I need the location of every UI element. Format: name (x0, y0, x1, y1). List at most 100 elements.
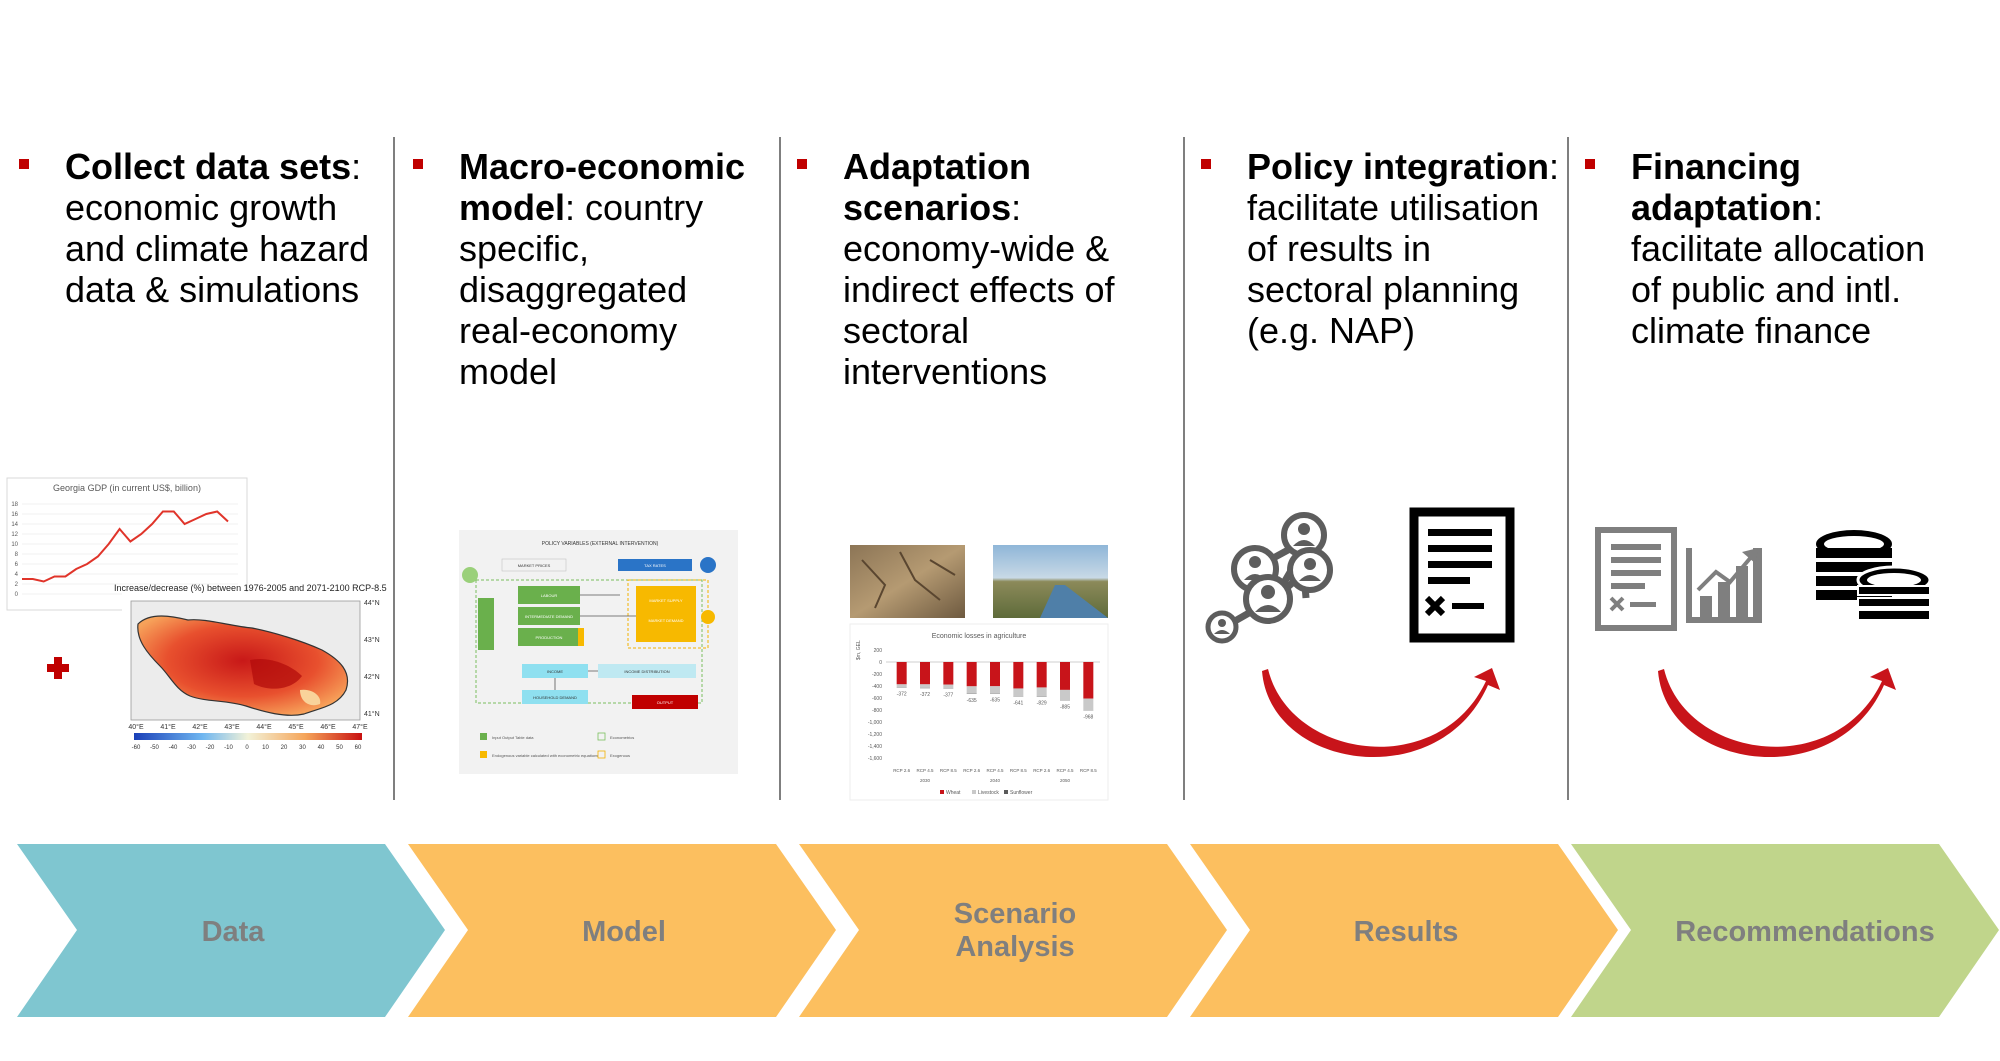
legend-label: Input Output Table data (492, 735, 534, 740)
model-box-label: HOUSEHOLD DEMAND (533, 695, 577, 700)
column-divider (393, 137, 395, 800)
loss-year: 2050 (1060, 778, 1071, 783)
gdp-ytick: 6 (15, 562, 19, 568)
model-box-label: MARKET SUPPLY (649, 598, 683, 603)
gdp-ytick: 0 (15, 592, 19, 598)
process-step-results (1190, 844, 1618, 1017)
process-label: Model (582, 916, 666, 948)
map-title: Increase/decrease (%) between 1976-2005 … (114, 583, 387, 593)
gdp-ytick: 18 (11, 502, 18, 508)
loss-chart-frame (849, 623, 1109, 801)
loss-ytick: -1,200 (868, 732, 882, 738)
process-step-data (17, 844, 445, 1017)
loss-data-label: -829 (1037, 701, 1047, 707)
model-box-label: PRODUCTION (536, 635, 563, 640)
loss-data-label: -635 (967, 698, 977, 704)
loss-bar-livestock (1013, 688, 1024, 697)
coins-icon (1816, 530, 1932, 621)
process-label: Data (202, 916, 266, 948)
map-lat-tick: 42°N (364, 673, 380, 681)
scale-tick: -60 (132, 745, 141, 751)
model-box-label: LABOUR (541, 593, 558, 598)
process-step-scenario (799, 844, 1227, 1017)
column-heading: Collect data sets (65, 146, 352, 187)
loss-data-label: -377 (943, 693, 953, 699)
column-description: economic growth and climate hazard data … (65, 187, 370, 310)
model-box-label: MARKET DEMAND (648, 618, 683, 623)
loss-data-label: -372 (920, 692, 930, 698)
loss-data-label: -635 (990, 698, 1000, 704)
model-box-label: MARKET PRICES (518, 563, 551, 568)
person-node-icon (1287, 547, 1333, 593)
curved-arrow-icon (1658, 668, 1896, 758)
scale-tick: 30 (299, 745, 306, 751)
scale-tick: -30 (187, 745, 196, 751)
legend-label: Sunflower (1010, 790, 1033, 796)
column-description: facilitate allocation of public and intl… (1631, 228, 1926, 351)
model-box (478, 598, 494, 650)
loss-ytick: -600 (872, 696, 882, 702)
loss-year: 2030 (920, 778, 931, 783)
process-label: Recommendations (1675, 916, 1934, 948)
legend-swatch (972, 790, 976, 794)
map-lon-tick: 41°E (160, 723, 176, 731)
loss-year: 2040 (990, 778, 1001, 783)
person-node-icon (1243, 574, 1293, 624)
loss-bar-livestock (896, 684, 907, 688)
loss-category: RCP 4.5 (987, 768, 1004, 773)
gdp-ytick: 10 (11, 542, 18, 548)
scale-tick: -40 (169, 745, 178, 751)
map-lon-tick: 47°E (352, 723, 368, 731)
column-scenarios: Adaptation scenarios: economy-wide & ind… (797, 146, 1163, 392)
column-description: country specific, disaggregated real-eco… (459, 187, 704, 392)
climate-map: Increase/decrease (%) between 1976-2005 … (114, 583, 387, 751)
column-description: economy-wide & indirect effects of secto… (843, 228, 1115, 392)
model-box (598, 664, 696, 678)
map-lat-tick: 44°N (364, 599, 380, 607)
column-heading: Policy integration (1247, 146, 1550, 187)
loss-category: RCP 2.6 (893, 768, 910, 773)
loss-category: RCP 2.6 (1033, 768, 1050, 773)
loss-bar-wheat (990, 662, 1000, 687)
model-box (522, 690, 588, 704)
legend-label: Exogenous (610, 753, 630, 758)
loss-ytick: -400 (872, 684, 882, 690)
loss-bar-livestock (1036, 687, 1047, 697)
model-diagram: POLICY VARIABLES (EXTERNAL INTERVENTION)… (459, 530, 738, 774)
scale-tick: 20 (281, 745, 288, 751)
bullet-icon (19, 159, 29, 169)
process-step-recommendations (1571, 844, 1999, 1017)
loss-category: RCP 4.5 (917, 768, 934, 773)
loss-ytick: -200 (872, 672, 882, 678)
gdp-ytick: 16 (11, 512, 18, 518)
model-box-label: OUTPUT (657, 700, 674, 705)
bullet-icon (413, 159, 423, 169)
loss-ytick: -800 (872, 708, 882, 714)
model-box (518, 607, 580, 625)
map-lon-tick: 42°E (192, 723, 208, 731)
loss-bar-wheat (966, 662, 977, 687)
loss-chart: Economic losses in agriculture $m, GEL 2… (849, 623, 1109, 801)
scale-tick: -10 (224, 745, 233, 751)
column-heading: Macro-economic model (459, 146, 746, 228)
loss-bar-livestock (920, 684, 930, 688)
loss-chart-title: Economic losses in agriculture (932, 633, 1027, 640)
scale-tick: 10 (262, 745, 269, 751)
loss-chart-bars: -372-372-377-635-635-641-829-885-968 (897, 662, 1094, 720)
map-lon-tick: 45°E (288, 723, 304, 731)
policy-document-icon (1409, 507, 1515, 643)
column-policy: Policy integration: facilitate utilisati… (1201, 146, 1567, 351)
loss-category: RCP 8.5 (940, 768, 957, 773)
map-lon-tick: 40°E (128, 723, 144, 731)
scale-tick: 0 (245, 745, 249, 751)
loss-bar-livestock (1060, 689, 1070, 701)
person-node-icon (1281, 512, 1327, 558)
loss-ytick: -1,600 (868, 756, 882, 762)
report-icon (1595, 527, 1677, 631)
legend-label: Livestock (978, 790, 999, 796)
column-model: Macro-economic model: country specific, … (413, 146, 759, 392)
legend-swatch (1004, 790, 1008, 794)
